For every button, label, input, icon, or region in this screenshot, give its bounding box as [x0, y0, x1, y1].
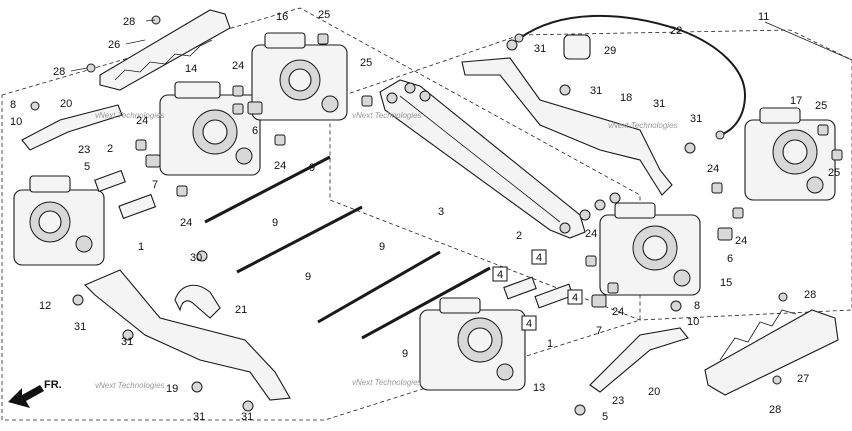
callout-6: 6: [727, 253, 733, 265]
callout-30: 30: [190, 252, 202, 264]
callout-24: 24: [707, 163, 719, 175]
carburetor-17: [744, 107, 836, 201]
watermark: vNext Technologies: [352, 378, 422, 387]
callout-8: 8: [10, 99, 16, 111]
callout-23: 23: [78, 144, 90, 156]
callout-4: 4: [526, 318, 532, 330]
callout-15: 15: [720, 277, 732, 289]
boxed-callouts: 4 4 4 4: [492, 249, 583, 331]
callout-24: 24: [612, 306, 624, 318]
callouts: 28 26 28 8 20 10 24 23 5 2 7 1 24 9 14 2…: [10, 9, 840, 423]
callout-2: 2: [107, 143, 113, 155]
callout-9: 9: [272, 217, 278, 229]
bracket-upper-right: [461, 57, 673, 196]
callout-31: 31: [534, 43, 546, 55]
callout-10: 10: [10, 116, 22, 128]
callout-31: 31: [690, 113, 702, 125]
callout-11: 11: [758, 11, 769, 23]
callout-12: 12: [39, 300, 51, 312]
callout-21: 21: [235, 304, 247, 316]
callout-29: 29: [604, 45, 616, 57]
small-bracket-right: [589, 327, 689, 393]
callout-20: 20: [648, 386, 660, 398]
callout-23: 23: [612, 395, 624, 407]
front-direction-arrow: FR.: [8, 379, 62, 408]
small-bracket-left: [21, 104, 123, 151]
callout-1: 1: [547, 338, 553, 350]
callout-9: 9: [402, 348, 408, 360]
watermark: vNext Technologies: [95, 111, 165, 120]
callout-8: 8: [694, 300, 700, 312]
callout-24: 24: [274, 160, 286, 172]
air-vent-rail-bottom: [704, 309, 839, 396]
callout-10: 10: [687, 316, 699, 328]
callout-4: 4: [497, 269, 503, 281]
callout-24: 24: [180, 217, 192, 229]
callout-5: 5: [84, 161, 90, 173]
callout-31: 31: [653, 98, 665, 110]
callout-9: 9: [309, 162, 315, 174]
carburetor-14: [159, 81, 261, 176]
callout-25: 25: [318, 9, 330, 21]
assembly-bracket-line: [764, 21, 852, 61]
callout-16: 16: [276, 11, 288, 23]
link-rods: [204, 155, 491, 340]
callout-25: 25: [828, 167, 840, 179]
callout-24: 24: [735, 235, 747, 247]
callout-4: 4: [572, 292, 578, 304]
callout-31: 31: [590, 85, 602, 97]
callout-6: 6: [252, 125, 258, 137]
callout-5: 5: [602, 411, 608, 423]
left-group-frame: [1, 7, 641, 421]
callout-4: 4: [536, 252, 542, 264]
callout-3: 3: [438, 206, 444, 218]
callout-19: 19: [166, 383, 178, 395]
watermark: vNext Technologies: [352, 111, 422, 120]
callout-1: 1: [138, 241, 144, 253]
front-label: FR.: [44, 379, 62, 391]
callout-7: 7: [596, 325, 602, 337]
callout-14: 14: [185, 63, 197, 75]
callout-9: 9: [305, 271, 311, 283]
callout-31: 31: [241, 411, 253, 423]
callout-7: 7: [152, 179, 158, 191]
callout-25: 25: [815, 100, 827, 112]
callout-28: 28: [804, 289, 816, 301]
watermark: vNext Technologies: [95, 381, 165, 390]
right-group-frame: [329, 29, 852, 321]
callout-24: 24: [136, 115, 148, 127]
callout-27: 27: [797, 373, 809, 385]
callout-20: 20: [60, 98, 72, 110]
callout-25: 25: [360, 57, 372, 69]
callout-22: 22: [670, 25, 682, 37]
callout-31: 31: [193, 411, 205, 423]
callout-31: 31: [121, 336, 133, 348]
carburetor-15: [599, 202, 701, 296]
carburetor-13: [419, 297, 526, 391]
callout-18: 18: [620, 92, 632, 104]
air-vent-rail-top: [99, 9, 231, 91]
bracket-lower-left: [84, 269, 291, 401]
carburetor-16: [251, 32, 348, 121]
callout-2: 2: [516, 230, 522, 242]
callout-24: 24: [232, 60, 244, 72]
callout-28: 28: [769, 404, 781, 416]
callout-9: 9: [379, 241, 385, 253]
callout-28: 28: [53, 66, 65, 78]
hardware-bits: [30, 15, 843, 416]
carburetor-12: [13, 175, 105, 266]
callout-26: 26: [108, 39, 120, 51]
bracket-21: [174, 284, 221, 319]
link-plate: [379, 79, 621, 239]
callout-24: 24: [585, 228, 597, 240]
callout-17: 17: [790, 95, 802, 107]
callout-31: 31: [74, 321, 86, 333]
callout-28: 28: [123, 16, 135, 28]
callout-13: 13: [533, 382, 545, 394]
watermark: vNext Technologies: [608, 121, 678, 130]
choke-cable: [519, 14, 747, 136]
